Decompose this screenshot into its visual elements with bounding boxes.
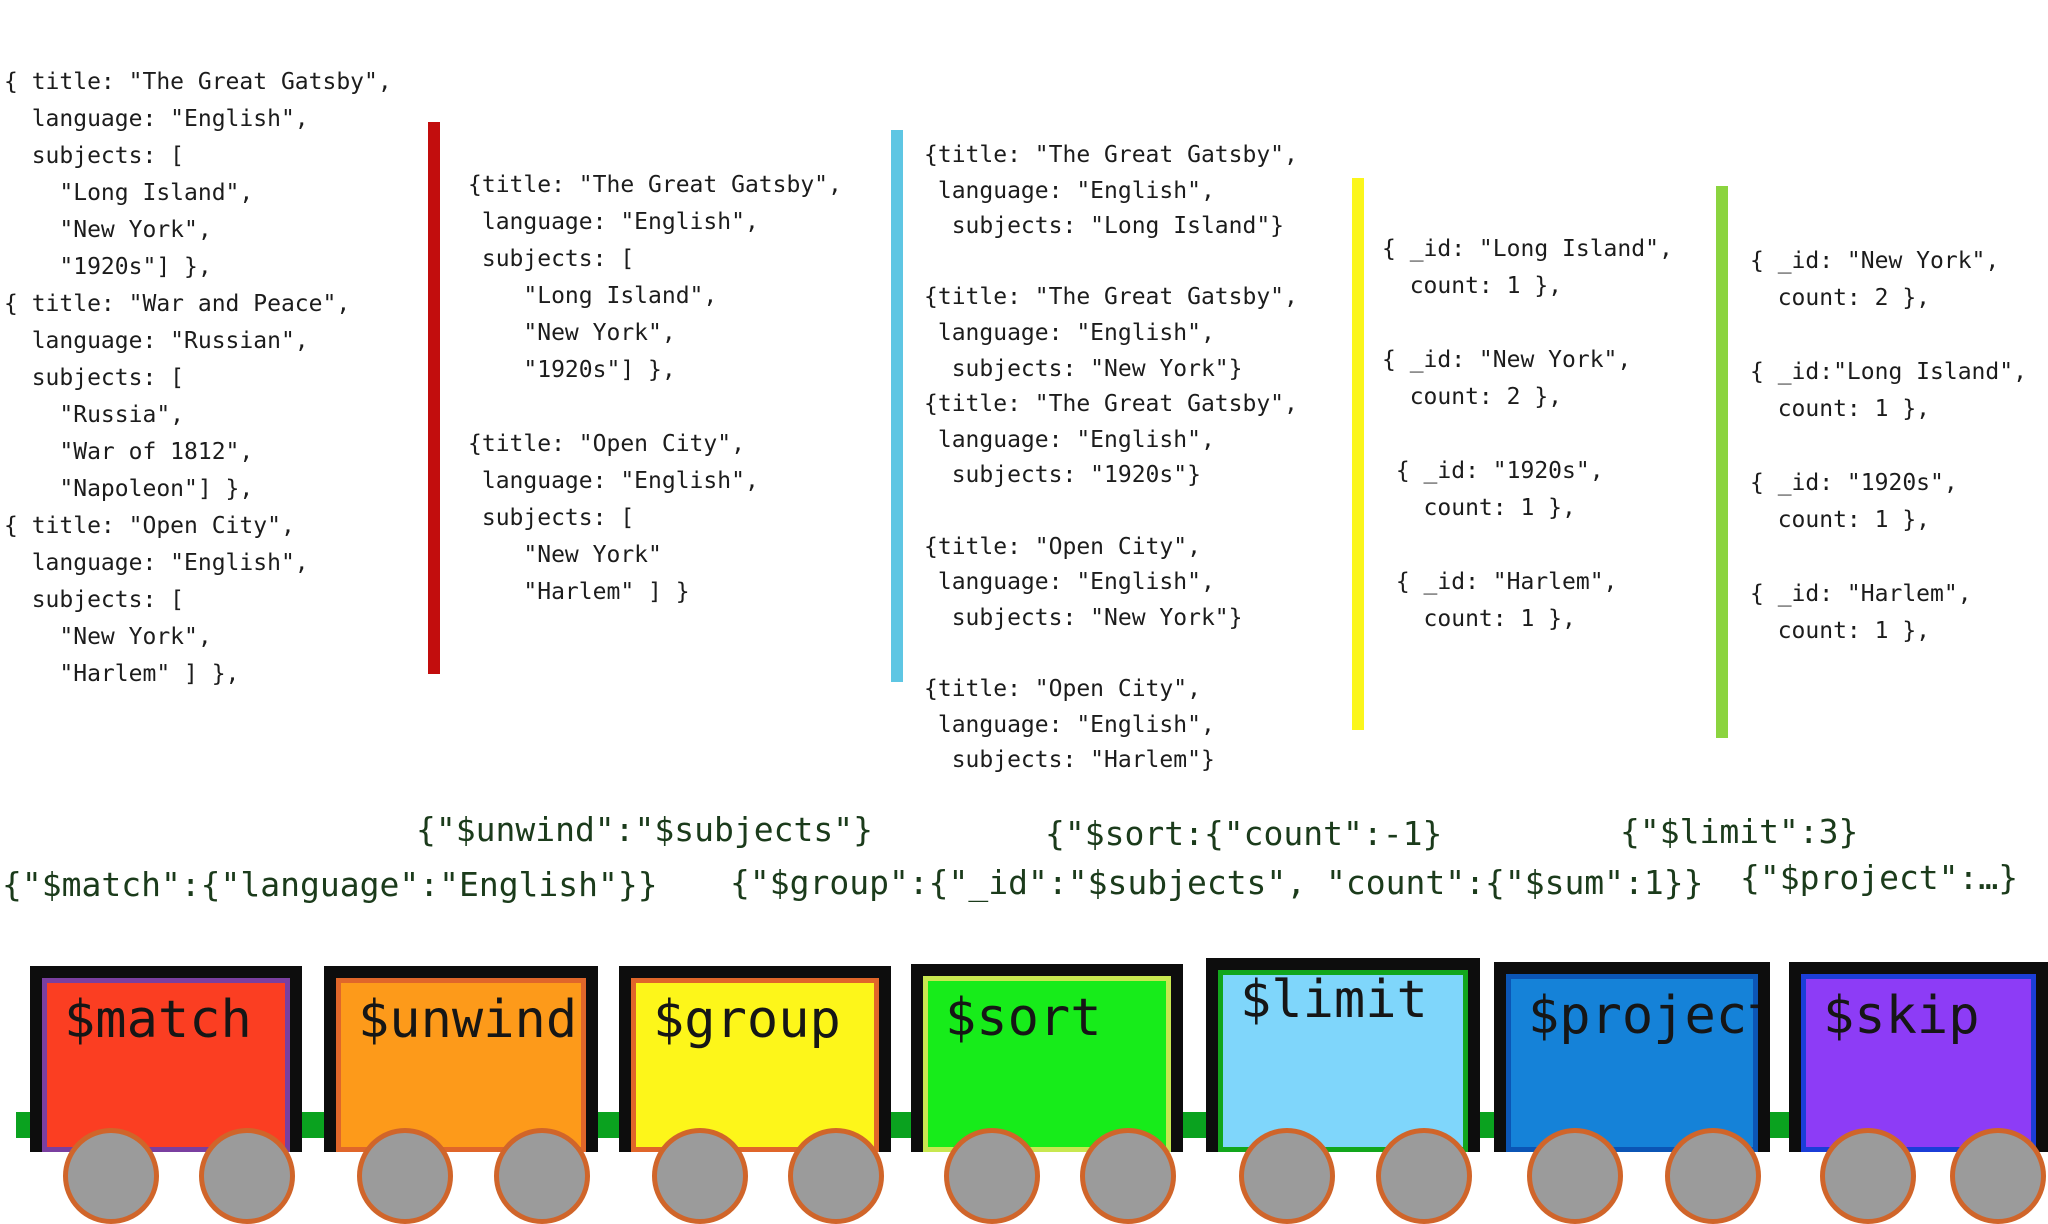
divider-unwind <box>891 130 903 682</box>
train-coupler <box>16 1112 30 1138</box>
train-car-project: $project <box>1494 962 1770 1152</box>
train-car-body: $skip <box>1801 974 2036 1152</box>
train-car-label: $sort <box>945 988 1102 1048</box>
train-wheel <box>1080 1128 1176 1224</box>
train-wheel <box>1527 1128 1623 1224</box>
train-coupler <box>1480 1112 1494 1138</box>
train-wheel <box>1239 1128 1335 1224</box>
input-documents: { title: "The Great Gatsby", language: "… <box>4 69 392 687</box>
train-car-skip: $skip <box>1789 962 2048 1152</box>
unwind-stage-expression: {"$unwind":"$subjects"} <box>416 810 873 849</box>
train-wheel <box>63 1128 159 1224</box>
train-coupler <box>302 1112 324 1138</box>
train-car-group: $group <box>619 966 891 1152</box>
train-wheel <box>1376 1128 1472 1224</box>
train-wheel <box>1950 1128 2046 1224</box>
train-wheel <box>944 1128 1040 1224</box>
project-stage-expression: {"$project":…} <box>1740 858 2019 897</box>
train-car-label: $unwind <box>358 990 578 1050</box>
train-car-label: $match <box>64 990 252 1050</box>
train-car-label: $group <box>653 990 841 1050</box>
train-wheel <box>788 1128 884 1224</box>
unwound-documents: {title: "The Great Gatsby", language: "E… <box>924 142 1298 774</box>
train-wheel <box>494 1128 590 1224</box>
train-car-body: $group <box>631 978 879 1152</box>
match-stage-expression: {"$match":{"language":"English"}} <box>2 865 658 904</box>
train-car-label: $skip <box>1823 986 1980 1046</box>
train-car-sort: $sort <box>911 964 1183 1152</box>
train-coupler <box>1770 1112 1789 1138</box>
train-coupler <box>891 1112 911 1138</box>
divider-match <box>428 122 440 674</box>
train-coupler <box>1183 1112 1206 1138</box>
train-coupler <box>598 1112 619 1138</box>
train-car-label: $limit <box>1240 970 1428 1030</box>
sorted-documents: { _id: "New York", count: 2 }, { _id:"Lo… <box>1750 248 2027 644</box>
group-stage-expression: {"$group":{"_id":"$subjects", "count":{"… <box>730 863 1704 902</box>
train-wheel <box>1665 1128 1761 1224</box>
train-car-body: $project <box>1506 974 1758 1152</box>
train-wheel <box>652 1128 748 1224</box>
train-car-body: $limit <box>1218 970 1468 1152</box>
limit-stage-expression: {"$limit":3} <box>1620 812 1859 851</box>
train-car-body: $sort <box>923 976 1171 1152</box>
sort-stage-expression: {"$sort:{"count":-1} <box>1045 814 1443 853</box>
train-car-limit: $limit <box>1206 958 1480 1152</box>
matched-documents: {title: "The Great Gatsby", language: "E… <box>468 172 842 605</box>
train-car-label: $project <box>1528 986 1758 1046</box>
train-wheel <box>357 1128 453 1224</box>
train-wheel <box>1820 1128 1916 1224</box>
train-car-match: $match <box>30 966 302 1152</box>
train-car-body: $unwind <box>336 978 586 1152</box>
divider-sort <box>1716 186 1728 738</box>
train-wheel <box>199 1128 295 1224</box>
grouped-documents: { _id: "Long Island", count: 1 }, { _id:… <box>1382 236 1673 632</box>
train-car-body: $match <box>42 978 290 1152</box>
divider-group <box>1352 178 1364 730</box>
train-car-unwind: $unwind <box>324 966 598 1152</box>
